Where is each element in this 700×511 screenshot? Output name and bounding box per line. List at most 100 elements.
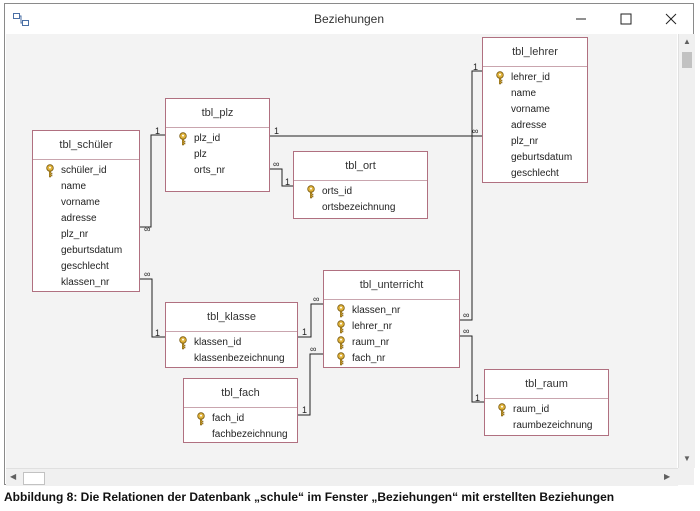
- field-geschlecht[interactable]: geschlecht: [483, 166, 587, 182]
- vertical-scrollbar[interactable]: ▲ ▼: [678, 34, 695, 468]
- field-label: plz_id: [194, 133, 221, 144]
- close-icon[interactable]: [648, 4, 693, 34]
- field-klassenbezeichnung[interactable]: klassenbezeichnung: [166, 351, 297, 367]
- table-header[interactable]: tbl_ort: [294, 152, 427, 181]
- primary-key-icon: [498, 403, 506, 417]
- title-bar[interactable]: Beziehungen: [5, 4, 693, 34]
- field-orts-id[interactable]: orts_id: [294, 184, 427, 200]
- field-lehrer-nr[interactable]: lehrer_nr: [324, 319, 459, 335]
- field-raumbezeichnung[interactable]: raumbezeichnung: [485, 418, 608, 434]
- field-fachbezeichnung[interactable]: fachbezeichnung: [184, 427, 297, 443]
- field-label: orts_nr: [194, 165, 226, 176]
- table-header[interactable]: tbl_plz: [166, 99, 269, 128]
- field-adresse[interactable]: adresse: [33, 211, 139, 227]
- figure-caption: Abbildung 8: Die Relationen der Datenban…: [4, 490, 615, 504]
- table-header[interactable]: tbl_raum: [485, 370, 608, 399]
- table-header[interactable]: tbl_unterricht: [324, 271, 459, 300]
- field-label: schüler_id: [61, 165, 107, 176]
- relation-raum-unterricht: [460, 335, 484, 403]
- field-label: vorname: [511, 104, 550, 115]
- relationships-window: Beziehungen: [4, 3, 695, 486]
- field-geschlecht[interactable]: geschlecht: [33, 259, 139, 275]
- field-raum-nr[interactable]: raum_nr: [324, 335, 459, 351]
- field-plz-nr[interactable]: plz_nr: [483, 134, 587, 150]
- relation-schueler-klasse: [140, 278, 165, 338]
- field-label: raum_nr: [352, 337, 390, 348]
- field-fach-nr[interactable]: fach_nr: [324, 351, 459, 367]
- field-sch-ler-id[interactable]: schüler_id: [33, 163, 139, 179]
- field-label: adresse: [511, 120, 547, 131]
- field-label: fach_nr: [352, 353, 386, 364]
- rel-many-schueler: ∞: [144, 224, 150, 234]
- table-tbl-fach[interactable]: tbl_fach fach_id fachbezeichnung: [183, 378, 298, 443]
- table-tbl-unterricht[interactable]: tbl_unterricht klassen_nr lehrer_nr raum_nr…: [323, 270, 460, 368]
- horizontal-scroll-thumb[interactable]: [23, 472, 45, 485]
- rel-one-klasse: 1: [155, 328, 160, 338]
- field-fach-id[interactable]: fach_id: [184, 411, 297, 427]
- field-label: geburtsdatum: [61, 245, 123, 256]
- table-header[interactable]: tbl_klasse: [166, 303, 297, 332]
- rel-many-unterricht-klassen: ∞: [313, 294, 319, 304]
- field-label: plz: [194, 149, 207, 160]
- field-geburtsdatum[interactable]: geburtsdatum: [33, 243, 139, 259]
- field-vorname[interactable]: vorname: [33, 195, 139, 211]
- field-list: orts_id ortsbezeichnung: [294, 181, 427, 216]
- rel-many-lehrer-plz: ∞: [472, 126, 478, 136]
- field-plz-nr[interactable]: plz_nr: [33, 227, 139, 243]
- field-plz[interactable]: plz: [166, 147, 269, 163]
- primary-key-icon: [496, 71, 504, 85]
- field-orts-nr[interactable]: orts_nr: [166, 163, 269, 179]
- primary-key-icon: [337, 320, 345, 334]
- field-adresse[interactable]: adresse: [483, 118, 587, 134]
- field-label: fachbezeichnung: [212, 429, 288, 440]
- field-label: lehrer_nr: [352, 321, 393, 332]
- field-label: orts_id: [322, 186, 353, 197]
- field-geburtsdatum[interactable]: geburtsdatum: [483, 150, 587, 166]
- field-list: fach_id fachbezeichnung: [184, 408, 297, 443]
- table-header[interactable]: tbl_schüler: [33, 131, 139, 160]
- primary-key-icon: [46, 164, 54, 178]
- relation-lehrer-unterricht: [460, 70, 482, 321]
- primary-key-icon: [179, 132, 187, 146]
- vertical-scroll-thumb[interactable]: [682, 52, 692, 68]
- field-ortsbezeichnung[interactable]: ortsbezeichnung: [294, 200, 427, 216]
- field-klassen-nr[interactable]: klassen_nr: [33, 275, 139, 291]
- table-header[interactable]: tbl_lehrer: [483, 38, 587, 67]
- field-label: klassen_nr: [352, 305, 401, 316]
- scrollbar-corner: [678, 468, 694, 485]
- field-vorname[interactable]: vorname: [483, 102, 587, 118]
- field-label: lehrer_id: [511, 72, 550, 83]
- relationships-app-icon: [13, 13, 29, 26]
- field-label: geburtsdatum: [511, 152, 573, 163]
- window-title: Beziehungen: [313, 12, 385, 26]
- scroll-right-icon[interactable]: ▶: [664, 472, 671, 481]
- field-name[interactable]: name: [483, 86, 587, 102]
- scroll-left-icon[interactable]: ◀: [10, 472, 17, 481]
- field-klassen-nr[interactable]: klassen_nr: [324, 303, 459, 319]
- field-label: vorname: [61, 197, 100, 208]
- field-raum-id[interactable]: raum_id: [485, 402, 608, 418]
- field-name[interactable]: name: [33, 179, 139, 195]
- table-tbl-ort[interactable]: tbl_ort orts_id ortsbezeichnung: [293, 151, 428, 219]
- horizontal-scrollbar[interactable]: ◀ ▶: [6, 468, 678, 486]
- relation-fach-unterricht: [298, 353, 323, 416]
- rel-many-schueler-klasse: ∞: [144, 269, 150, 279]
- field-klassen-id[interactable]: klassen_id: [166, 335, 297, 351]
- table-header[interactable]: tbl_fach: [184, 379, 297, 408]
- relationships-canvas[interactable]: 1 ∞ ∞ 1 1 ∞ ∞ 1 1 ∞ 1 ∞ 1 ∞ 1 ∞ tbl_schü…: [6, 34, 677, 468]
- table-tbl-raum[interactable]: tbl_raum raum_id raumbezeichnung: [484, 369, 609, 436]
- field-plz-id[interactable]: plz_id: [166, 131, 269, 147]
- maximize-icon[interactable]: [603, 4, 648, 34]
- field-label: raum_id: [513, 404, 550, 415]
- minimize-icon[interactable]: [558, 4, 603, 34]
- scroll-up-icon[interactable]: ▲: [683, 37, 691, 46]
- scroll-down-icon[interactable]: ▼: [683, 454, 691, 463]
- field-list: raum_id raumbezeichnung: [485, 399, 608, 434]
- field-label: plz_nr: [61, 229, 89, 240]
- field-lehrer-id[interactable]: lehrer_id: [483, 70, 587, 86]
